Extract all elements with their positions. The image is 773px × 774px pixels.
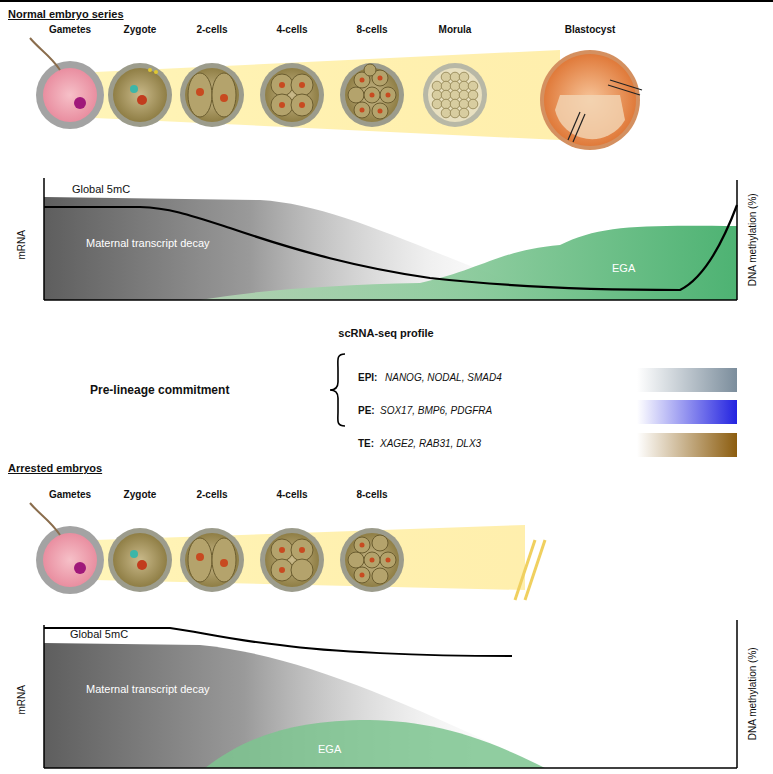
figure-label: scRNA-seq profile bbox=[338, 327, 433, 340]
figure-label: Gametes bbox=[49, 24, 91, 36]
figure-label: DNA methylation (%) bbox=[746, 194, 758, 287]
morula-cell bbox=[468, 90, 478, 100]
figure-label: SOX17, BMP6, PDGFRA bbox=[380, 405, 492, 417]
figure-label: 8-cells bbox=[356, 489, 387, 501]
morula-cell bbox=[441, 72, 451, 82]
figure-label: Maternal transcript decay bbox=[86, 237, 210, 250]
morula-cell bbox=[441, 81, 451, 91]
figure-label: Pre-lineage commitment bbox=[90, 384, 229, 398]
figure-label: Normal embryo series bbox=[8, 8, 124, 21]
morula-cell bbox=[459, 72, 469, 82]
figure-label: EGA bbox=[318, 743, 341, 756]
figure-label: PE: bbox=[358, 405, 375, 417]
morula-cell bbox=[459, 81, 469, 91]
figure-label: NANOG, NODAL, SMAD4 bbox=[385, 372, 502, 384]
figure-label: 4-cells bbox=[276, 489, 307, 501]
figure-label: DNA methylation (%) bbox=[746, 648, 758, 741]
figure-label: Blastocyst bbox=[565, 24, 616, 36]
morula-cell bbox=[432, 90, 442, 100]
morula-cell bbox=[459, 99, 469, 109]
figure-label: EPI: bbox=[358, 372, 377, 384]
figure-label: Global 5mC bbox=[72, 183, 130, 196]
morula-cell bbox=[441, 90, 451, 100]
morula-cell bbox=[441, 99, 451, 109]
morula-cell bbox=[450, 108, 460, 118]
morula-cell bbox=[468, 81, 478, 91]
figure-label: Zygote bbox=[124, 489, 157, 501]
figure-label: mRNA bbox=[16, 230, 28, 259]
morula-cell bbox=[450, 99, 460, 109]
figure-label: 2-cells bbox=[196, 489, 227, 501]
morula-cell bbox=[459, 108, 469, 118]
morula-cell bbox=[432, 81, 442, 91]
figure-label: Arrested embryos bbox=[8, 462, 102, 475]
figure-label: Maternal transcript decay bbox=[86, 683, 210, 696]
figure-label: mRNA bbox=[16, 685, 28, 714]
morula-cell bbox=[459, 90, 469, 100]
figure-label: 4-cells bbox=[276, 24, 307, 36]
morula-cell bbox=[441, 108, 451, 118]
figure-label: EGA bbox=[612, 262, 635, 275]
morula-cell bbox=[432, 99, 442, 109]
figure-label: TE: bbox=[358, 438, 374, 450]
figure-label: XAGE2, RAB31, DLX3 bbox=[380, 438, 481, 450]
figure-label: Zygote bbox=[124, 24, 157, 36]
morula-cell bbox=[450, 72, 460, 82]
morula-cell bbox=[450, 90, 460, 100]
morula-cell bbox=[468, 99, 478, 109]
figure-label: 8-cells bbox=[356, 24, 387, 36]
figure-label: 2-cells bbox=[196, 24, 227, 36]
figure-label: Gametes bbox=[49, 489, 91, 501]
figure-label: Global 5mC bbox=[70, 628, 128, 641]
morula-cell bbox=[450, 81, 460, 91]
figure-label: Morula bbox=[439, 24, 472, 36]
